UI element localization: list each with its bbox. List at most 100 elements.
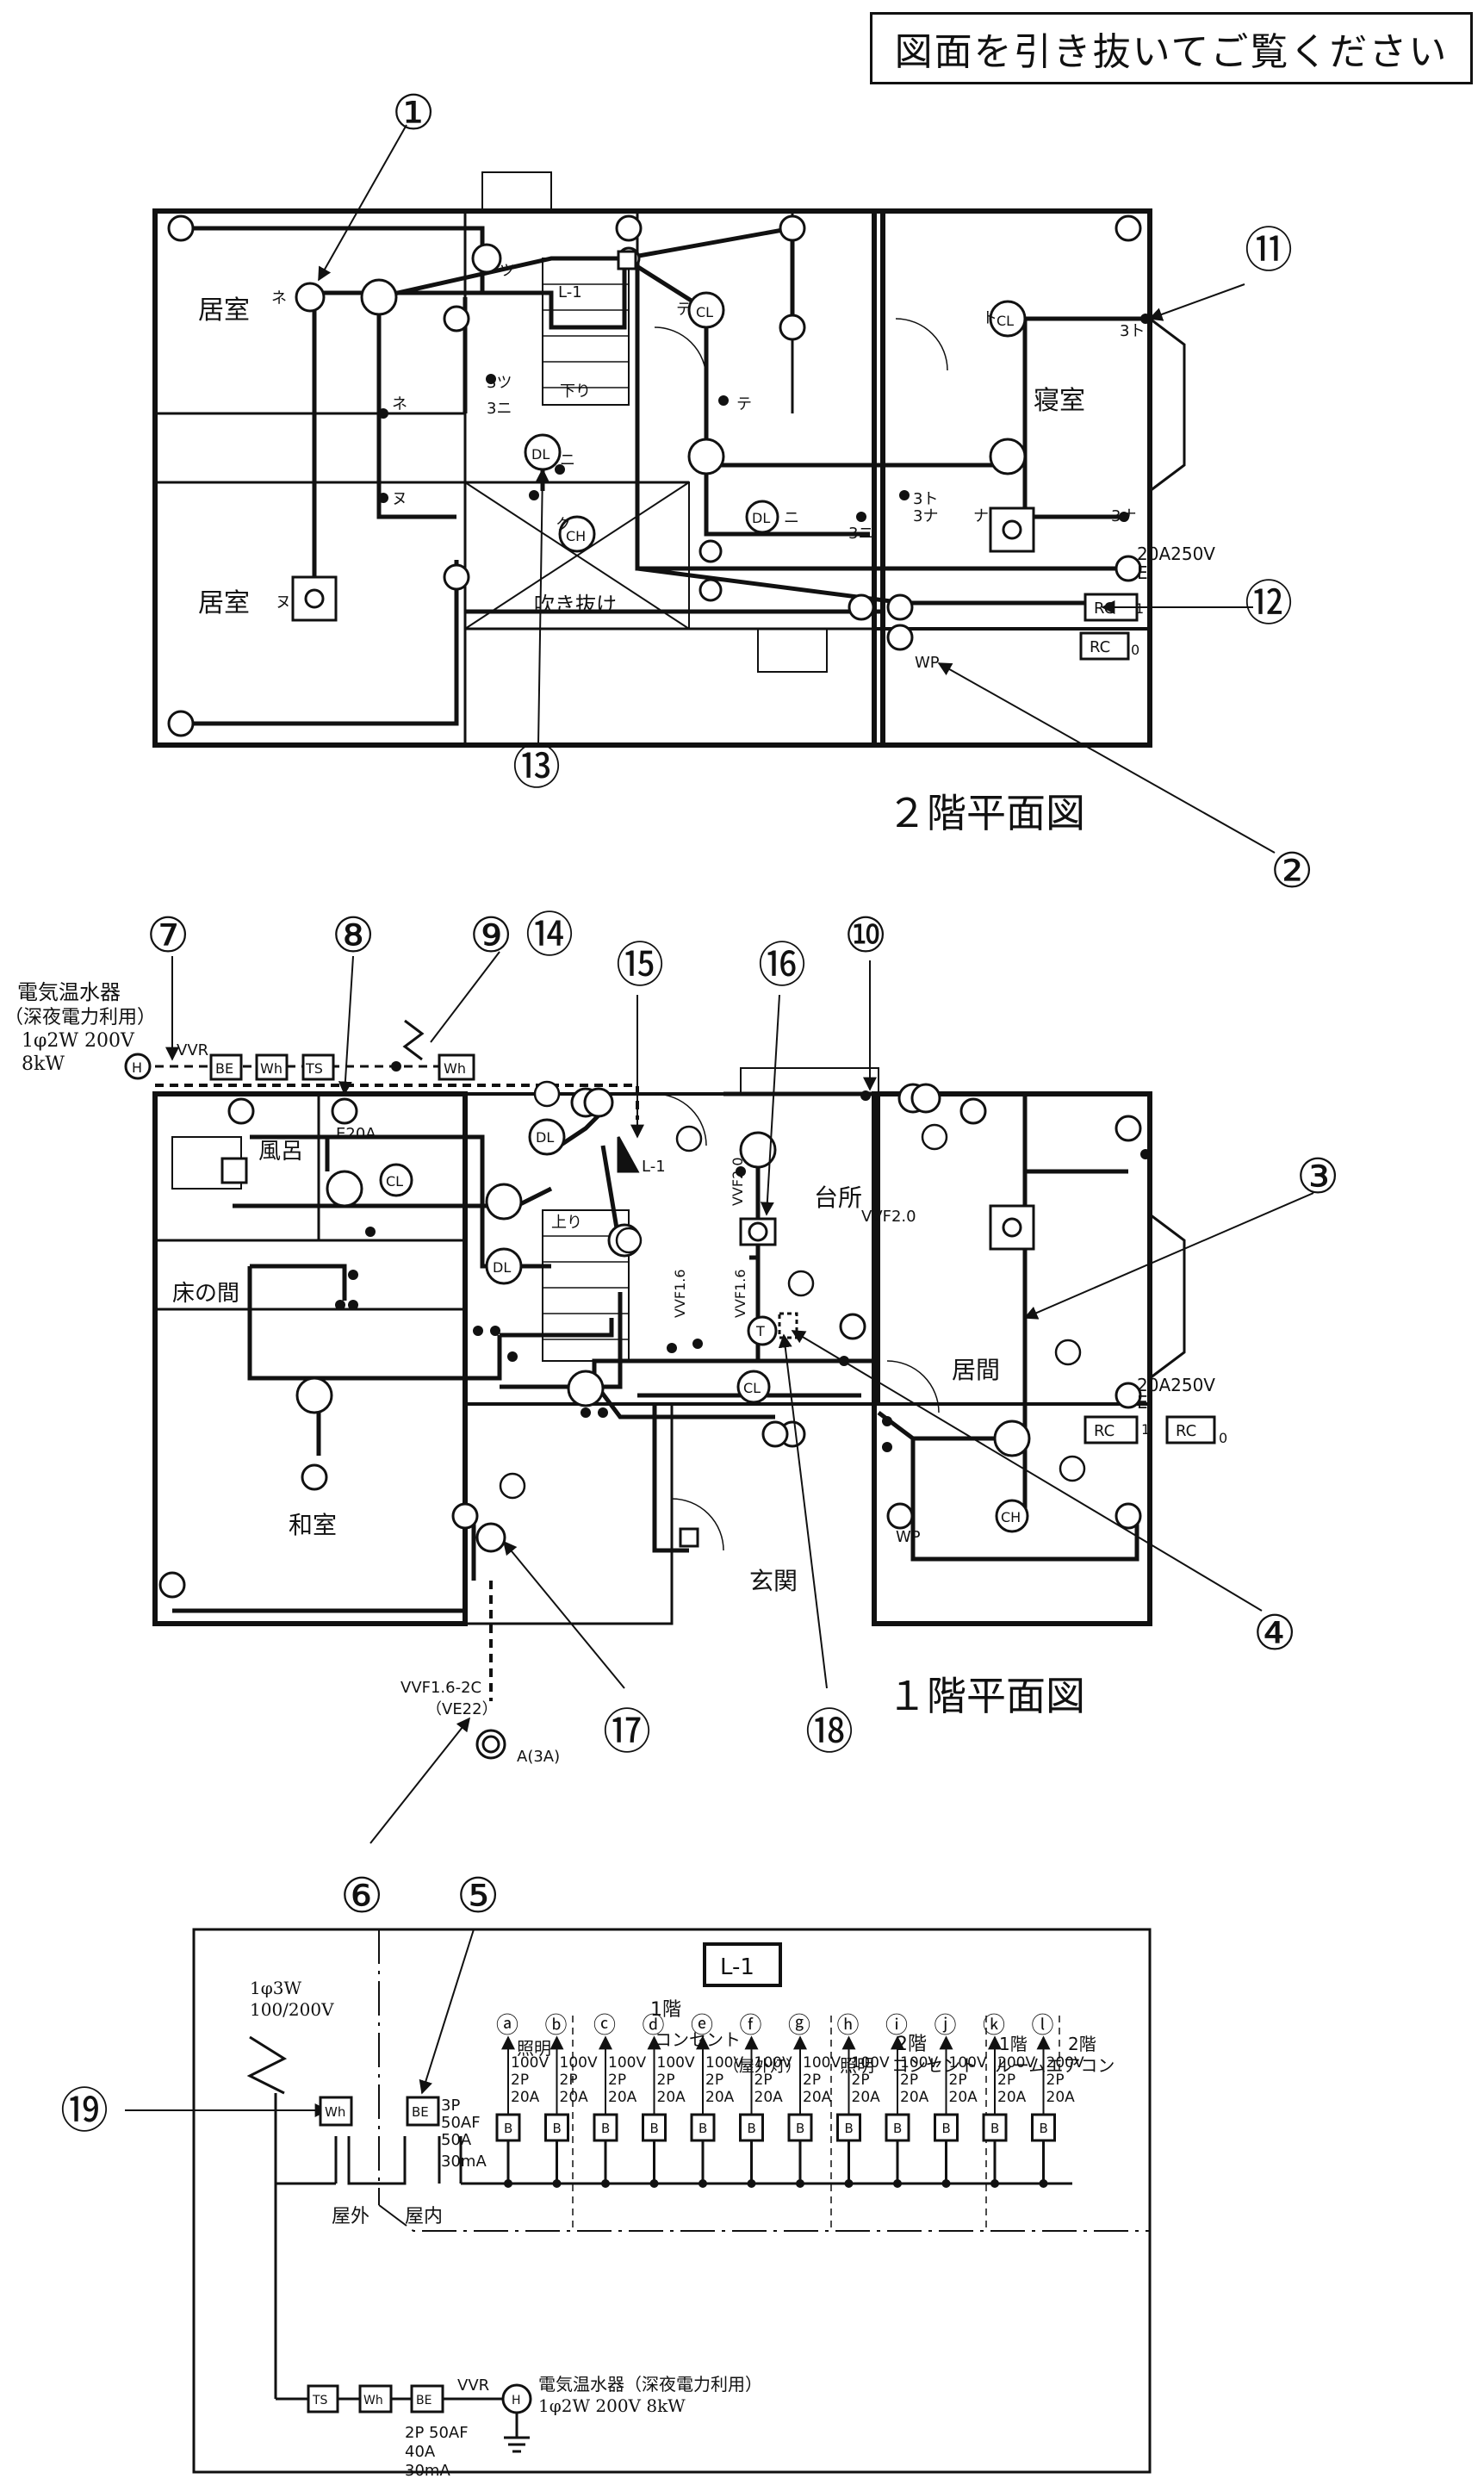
group-lighting2: 照明 bbox=[840, 2055, 874, 2076]
heater-line2: 1φ2W 200V 8kW bbox=[538, 2395, 686, 2416]
dl2-1f: DL bbox=[493, 1259, 511, 1276]
fan3-icon bbox=[687, 438, 725, 475]
wh-line3: 1φ2W 200V bbox=[22, 1030, 135, 1052]
be-1f: BE bbox=[215, 1060, 233, 1077]
ne-label: ネ bbox=[271, 289, 287, 308]
circuit-id: ⓒ bbox=[593, 2013, 616, 2039]
panel-boxes bbox=[307, 2096, 532, 2414]
ch-living-icon bbox=[995, 1499, 1029, 1533]
floor1-dots bbox=[335, 1061, 1151, 1452]
floor2-dots bbox=[378, 314, 1151, 522]
group-outlet: コンセント bbox=[655, 2029, 741, 2050]
outlet13-icon bbox=[886, 593, 914, 621]
fan-living-icon bbox=[993, 1420, 1031, 1457]
outlet4-icon bbox=[167, 710, 195, 737]
room-2f-left-lower: 居室 bbox=[198, 588, 250, 618]
outlet-icon bbox=[699, 539, 723, 563]
rc-1f: RC bbox=[1094, 1422, 1115, 1440]
cl-2f: CL bbox=[696, 304, 713, 320]
circuit-rating: 2P bbox=[949, 2072, 967, 2089]
circuit-rating: 200V bbox=[1046, 2054, 1084, 2072]
panel-l1-box bbox=[192, 1928, 1152, 2474]
callout-3: ③ bbox=[1296, 1149, 1339, 1205]
circuit-id: ⓐ bbox=[496, 2013, 518, 2039]
vvf20b-label: VVF2.0 bbox=[730, 1157, 746, 1206]
heater-wh: Wh bbox=[363, 2394, 383, 2407]
t-1f: T bbox=[755, 1323, 765, 1339]
panel-title: L-1 bbox=[720, 1954, 754, 1980]
fan2-icon bbox=[989, 438, 1027, 475]
dl-hall-icon bbox=[528, 1118, 566, 1156]
n3na-b: 3ナ bbox=[1111, 507, 1136, 525]
circuit-id: ⓖ bbox=[788, 2013, 810, 2039]
circuit-rating: 20A bbox=[949, 2089, 978, 2106]
callout-5: ⑤ bbox=[456, 1868, 500, 1924]
breaker-label: B bbox=[699, 2121, 707, 2136]
heater-be: BE bbox=[416, 2394, 432, 2407]
breaker-box bbox=[1031, 2113, 1056, 2142]
circuit-rating: 20A bbox=[657, 2089, 686, 2106]
breaker-label: B bbox=[650, 2121, 659, 2136]
breaker-label: B bbox=[601, 2121, 610, 2136]
fan-bath-icon bbox=[220, 1157, 248, 1184]
callout-6: ⑥ bbox=[340, 1868, 383, 1924]
fan-washitsu-icon bbox=[295, 1376, 333, 1414]
outlet3-icon bbox=[167, 214, 195, 242]
callout-19: ⑲ bbox=[60, 2084, 109, 2140]
heater-h: H bbox=[512, 2394, 521, 2407]
panel-wh: Wh bbox=[325, 2104, 345, 2120]
floor1-title: １階平面図 bbox=[887, 1673, 1085, 1719]
circuit-rating: 20A bbox=[608, 2089, 637, 2106]
outlet-washitsu2-icon bbox=[158, 1571, 186, 1599]
outlet6-icon bbox=[443, 563, 470, 591]
inside-label: 屋内 bbox=[405, 2206, 443, 2227]
outlet-e-icon bbox=[839, 1313, 866, 1340]
circuit-rating: 20A bbox=[997, 2089, 1027, 2106]
earth-2f: E bbox=[1137, 562, 1148, 583]
outlet-living2-icon bbox=[1115, 1502, 1142, 1530]
n3na: 3ナ bbox=[913, 507, 938, 525]
circuit-id: ⓗ bbox=[837, 2013, 860, 2039]
breaker-label: B bbox=[796, 2121, 804, 2136]
rating-1f: 20A250V bbox=[1137, 1375, 1215, 1395]
ku-label: ク bbox=[556, 516, 571, 534]
stairs-down-label: 下り bbox=[560, 382, 591, 401]
circuit-id: ⓙ bbox=[934, 2013, 957, 2039]
floor1-fixtures bbox=[124, 1053, 1216, 1760]
mb-line4: 30mA bbox=[441, 2153, 487, 2171]
callout-9: ⑨ bbox=[469, 908, 512, 964]
floor1-circuit-marks bbox=[499, 1080, 1086, 1500]
branch-circuits: Bⓐ100V2P20ABⓑ100V2P20ABⓒ100V2P20ABⓓ100V2… bbox=[495, 2013, 1084, 2188]
callout-15: ⑮ bbox=[616, 938, 664, 994]
water-heater-icon bbox=[124, 1053, 152, 1080]
outlet2-icon bbox=[699, 578, 723, 602]
heater-ts-icon bbox=[307, 2384, 339, 2414]
circuit-rating: 2P bbox=[560, 2072, 578, 2089]
outlet-washitsu-icon bbox=[451, 1502, 479, 1530]
dl-hall2-icon bbox=[485, 1247, 523, 1285]
h-1f: H bbox=[132, 1059, 142, 1076]
ceiling-light-icon bbox=[295, 282, 326, 313]
ch-2f: CH bbox=[566, 528, 586, 544]
cl-bed: CL bbox=[997, 313, 1014, 329]
breaker-label: B bbox=[553, 2121, 562, 2136]
circuit-rating: 100V bbox=[560, 2054, 598, 2072]
supply-line1: 1φ3W bbox=[250, 1978, 301, 1998]
ts-icon bbox=[301, 1053, 335, 1081]
callout-10: ⑩ bbox=[844, 908, 887, 964]
ni-label-b: ニ bbox=[784, 509, 799, 527]
n3ni-b: 3ニ bbox=[848, 525, 873, 543]
outlet-rating-2f: 20A250V bbox=[1137, 544, 1215, 564]
outside-label: 屋外 bbox=[332, 2206, 369, 2227]
service-line2: （VE22） bbox=[426, 1700, 498, 1718]
vvf16a-label: VVF1.6 bbox=[672, 1269, 688, 1318]
callout-11: ⑪ bbox=[1245, 223, 1293, 279]
ch-1f: CH bbox=[1001, 1509, 1021, 1525]
tsu-label: ツ bbox=[500, 262, 515, 280]
outlet10-icon bbox=[1115, 214, 1142, 242]
floor2-plan bbox=[152, 171, 1186, 748]
circuit-rating: 200V bbox=[997, 2054, 1035, 2072]
te-label: テ bbox=[676, 301, 692, 319]
rc-1-1f: 1 bbox=[1141, 1421, 1150, 1438]
